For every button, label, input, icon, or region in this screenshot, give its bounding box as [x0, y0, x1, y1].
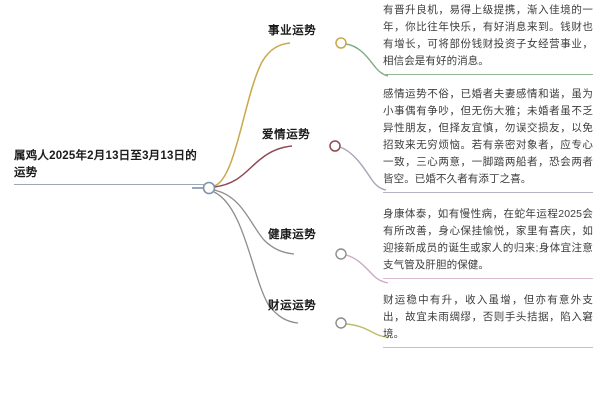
hub-node[interactable]: [202, 181, 216, 195]
connector-health-leaf: [345, 254, 389, 284]
connector-hub-love: [213, 145, 293, 188]
content-career: 有晋升良机，易得上级提携，渐入佳境的一年，你比往年快乐，有好消息来到。钱财也有增…: [383, 2, 593, 75]
content-wealth: 财运稳中有升，收入虽增，但亦有意外支出，故宜未雨绸缪，否则手头拮据，陷入窘境。: [383, 292, 593, 348]
connector-hub-health: [213, 189, 295, 255]
branch-label-career[interactable]: 事业运势: [268, 25, 317, 37]
node-health[interactable]: [335, 248, 347, 260]
connector-career-leaf: [345, 43, 389, 77]
branch-label-health[interactable]: 健康运势: [268, 229, 317, 241]
node-love[interactable]: [329, 140, 341, 152]
root-node-title: 属鸡人2025年2月13日至3月13日的运势: [14, 148, 206, 186]
content-health: 身康体泰，如有慢性病，在蛇年运程2025会有所改善，身心保挂愉悦，家里有喜庆，如…: [383, 206, 593, 279]
node-wealth[interactable]: [335, 317, 347, 329]
connector-wealth-leaf: [345, 323, 390, 338]
connector-hub-career: [213, 42, 291, 187]
content-love: 感情运势不俗，已婚者夫妻感情和谐，虽为小事偶有争吵，但无伤大雅；未婚者虽不乏异性…: [383, 86, 593, 193]
node-career[interactable]: [335, 37, 347, 49]
connector-hub-wealth: [213, 191, 299, 324]
branch-label-love[interactable]: 爱情运势: [262, 129, 311, 141]
connector-love-leaf: [339, 146, 387, 191]
branch-label-wealth[interactable]: 财运运势: [268, 300, 317, 312]
